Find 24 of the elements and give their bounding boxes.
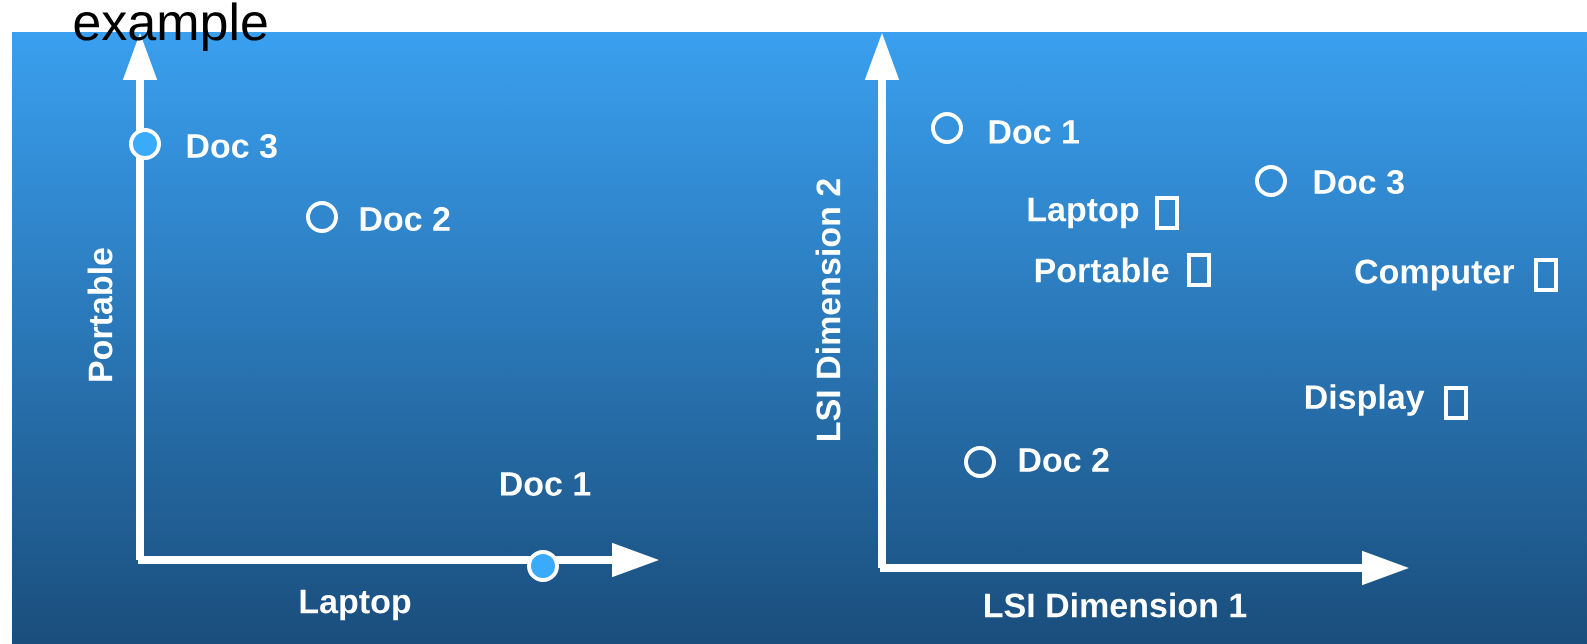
point-label: Doc 2 [1019, 447, 1109, 473]
circle-marker [306, 201, 338, 233]
point-label: Doc 1 [501, 472, 591, 496]
point-label: Display [1305, 384, 1425, 416]
point-label: Portable [1035, 257, 1169, 283]
axis-label: Portable [87, 248, 113, 381]
circle-marker [964, 446, 996, 478]
circle-marker [527, 550, 559, 582]
point-label: Computer [1355, 259, 1515, 291]
circle-marker [129, 128, 161, 160]
axis-label: LSI Dimension 1 [985, 592, 1247, 618]
point-label: Laptop [1028, 197, 1139, 229]
square-marker [1155, 196, 1179, 230]
square-marker [1187, 253, 1211, 287]
point-label: Doc 1 [989, 120, 1079, 144]
square-marker [1444, 386, 1468, 420]
axis-label: Laptop [300, 589, 411, 621]
point-label: Doc 3 [1314, 169, 1404, 195]
axis-label: LSI Dimension 2 [815, 179, 841, 440]
circle-marker [931, 112, 963, 144]
point-label: Doc 2 [360, 206, 450, 232]
point-label: Doc 3 [187, 133, 277, 159]
circle-marker [1255, 165, 1287, 197]
square-marker [1534, 258, 1558, 292]
